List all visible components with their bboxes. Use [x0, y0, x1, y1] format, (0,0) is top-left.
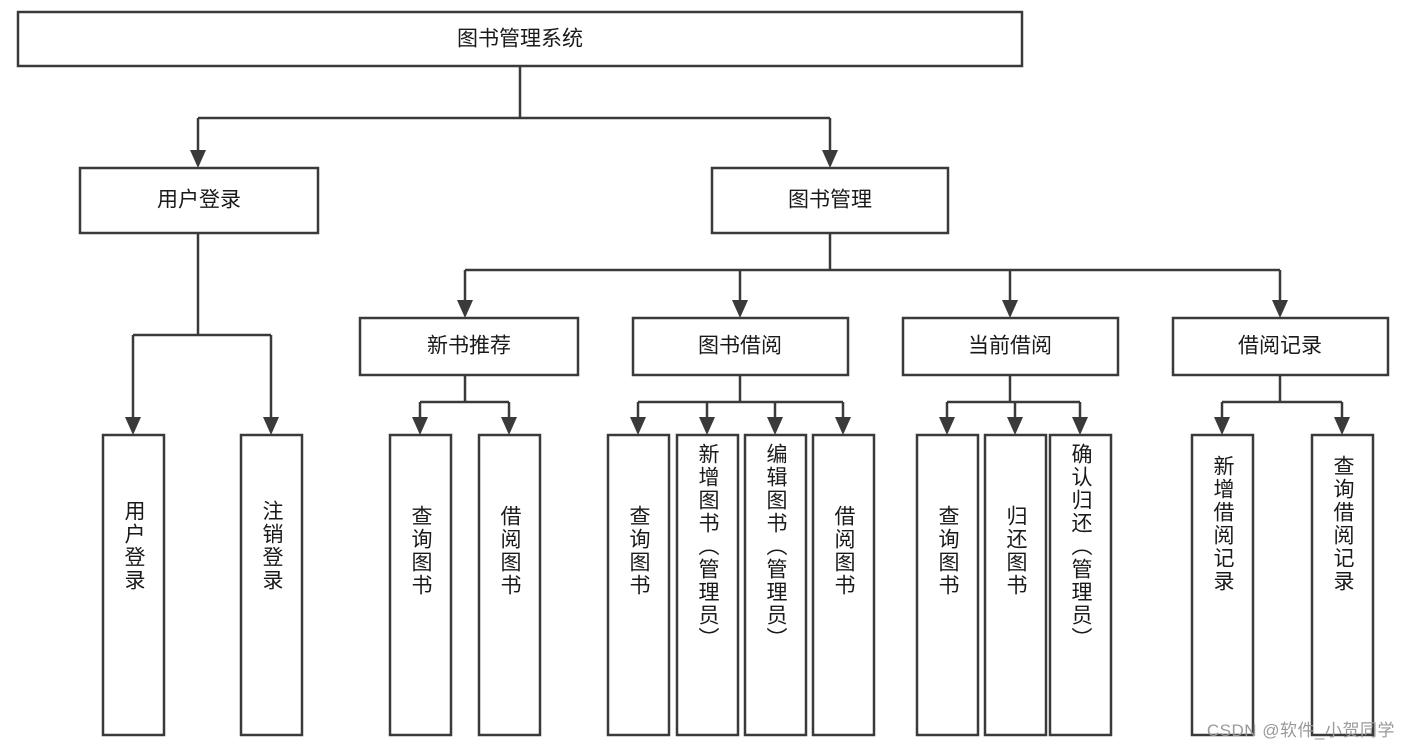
- leaf-boxes-book-borrow: [606, 433, 876, 737]
- csdn-watermark: CSDN @软件_小贺同学: [1206, 721, 1395, 740]
- leaf-box-return-book[interactable]: [983, 433, 1048, 737]
- leaf-box-query-book-3[interactable]: [915, 433, 980, 737]
- node-current-borrow[interactable]: 当前借阅: [901, 316, 1120, 377]
- node-book-manage-label: 图书管理: [788, 189, 872, 212]
- leaf-box-query-record[interactable]: [1310, 433, 1375, 737]
- node-user-login-label: 用户登录: [157, 189, 241, 212]
- node-book-borrow-label: 图书借阅: [698, 335, 782, 358]
- node-root-label: 图书管理系统: [457, 28, 583, 51]
- connector-bookborrow-to-leaves: [630, 375, 851, 435]
- node-root[interactable]: 图书管理系统: [16, 10, 1024, 68]
- leaf-boxes-borrow-record: [1190, 433, 1375, 737]
- leaf-box-confirm-return[interactable]: [1048, 433, 1113, 737]
- leaf-box-edit-book[interactable]: [743, 433, 808, 737]
- node-user-login[interactable]: 用户登录: [78, 166, 320, 235]
- connector-borrowrecord-to-leaves: [1214, 375, 1350, 435]
- leaf-boxes-new-book-recommend: [388, 433, 542, 737]
- connector-root-to-level2: [190, 66, 838, 168]
- node-new-book-recommend-label: 新书推荐: [427, 335, 511, 358]
- node-borrow-record[interactable]: 借阅记录: [1171, 316, 1390, 377]
- leaf-box-borrow-book-1[interactable]: [477, 433, 542, 737]
- node-borrow-record-label: 借阅记录: [1238, 335, 1322, 358]
- connector-newbook-to-leaves: [412, 375, 517, 435]
- leaf-box-user-login[interactable]: [101, 433, 166, 737]
- leaf-boxes-user-login: [101, 433, 304, 737]
- node-book-manage[interactable]: 图书管理: [710, 166, 950, 235]
- connector-userlogin-to-leaves: [125, 233, 279, 435]
- leaf-box-add-book[interactable]: [675, 433, 740, 737]
- node-book-borrow[interactable]: 图书借阅: [631, 316, 850, 377]
- leaf-box-logout-login[interactable]: [239, 433, 304, 737]
- leaf-box-add-record[interactable]: [1190, 433, 1255, 737]
- leaf-box-query-book-2[interactable]: [606, 433, 671, 737]
- connector-currentborrow-to-leaves: [939, 375, 1088, 435]
- leaf-box-query-book-1[interactable]: [388, 433, 453, 737]
- node-current-borrow-label: 当前借阅: [968, 335, 1052, 358]
- leaf-boxes-current-borrow: [915, 433, 1113, 737]
- node-new-book-recommend[interactable]: 新书推荐: [358, 316, 580, 377]
- leaf-box-borrow-book-2[interactable]: [811, 433, 876, 737]
- connector-bookmanage-to-level3: [457, 233, 1288, 318]
